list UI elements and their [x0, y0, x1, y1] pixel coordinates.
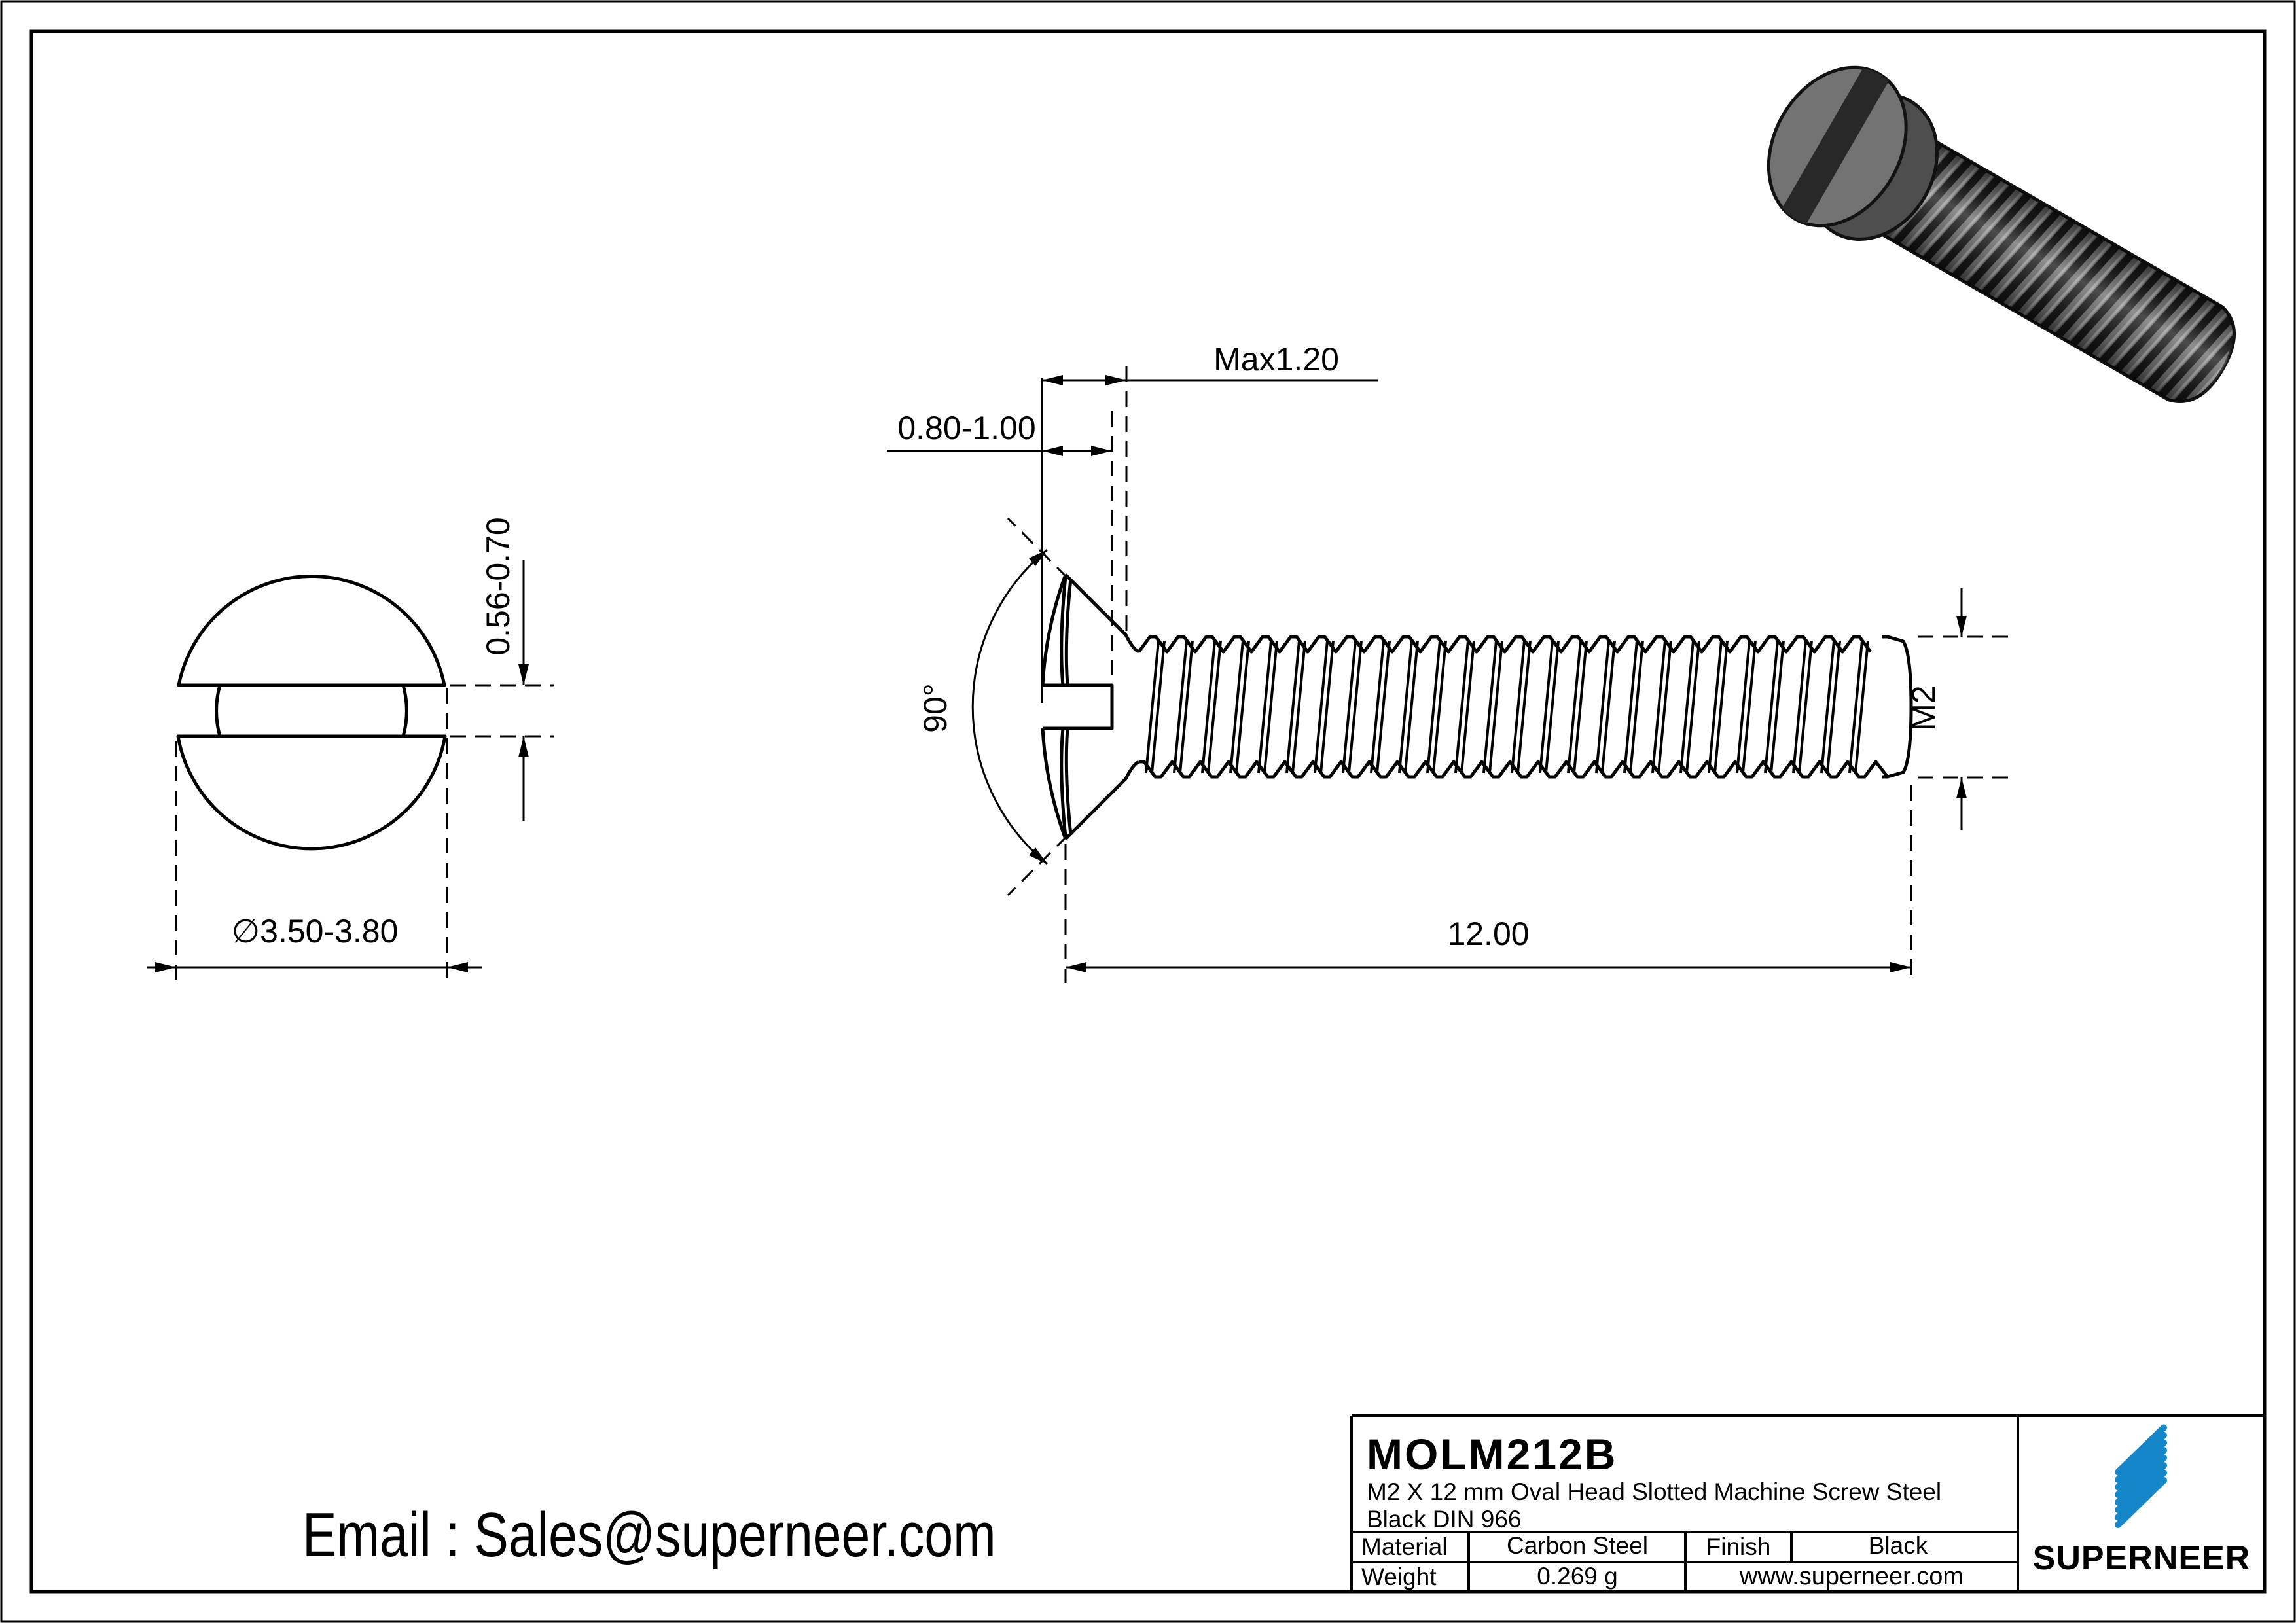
thread-flank-line: [1764, 640, 1785, 774]
arrowhead-icon: [1029, 847, 1047, 864]
thread-flank-line: [1145, 640, 1166, 774]
slot-floor-left-arc: [215, 685, 222, 737]
description-line2: Black DIN 966: [1367, 1506, 1522, 1533]
arrowhead-icon: [518, 736, 529, 757]
part-number: MOLM212B: [1367, 1430, 1617, 1478]
render-slot: [1779, 63, 1891, 228]
thread-flank-line: [1511, 640, 1532, 774]
render-shank-shading: [1859, 128, 2234, 402]
head-top-cap: [177, 574, 446, 687]
thread-flank-line: [1820, 640, 1841, 774]
thread-size-dimension: M2: [1905, 685, 1942, 730]
thread-flank-line: [1285, 640, 1306, 774]
finish-value: Black: [1869, 1532, 1928, 1559]
logo-stripe: [2115, 1462, 2167, 1513]
thread-flank-line: [1398, 640, 1419, 774]
logo-stripe: [2115, 1469, 2167, 1521]
logo-stripe: [2115, 1454, 2167, 1506]
thread-flank-line: [1708, 640, 1729, 774]
head-bottom-cap: [176, 734, 447, 851]
cone-upper-line: [1064, 573, 1140, 654]
screw-3d-render: [1767, 63, 2236, 404]
thread-flank-line: [1792, 640, 1813, 774]
arrowhead-icon: [1105, 375, 1126, 385]
thread-flank-line: [1848, 640, 1869, 774]
thread-top-outline: [1137, 635, 1873, 654]
thread-flank-line: [1651, 640, 1672, 774]
thread-profile: [1137, 635, 1889, 779]
thread-flank-line: [1257, 640, 1278, 774]
arrowhead-icon: [1091, 446, 1112, 456]
thread-flank-line: [1426, 640, 1447, 774]
material-value: Carbon Steel: [1507, 1532, 1648, 1559]
arrowhead-icon: [1956, 777, 1967, 798]
logo-stripe: [2115, 1424, 2167, 1476]
side-view: Max1.20 0.80-1.00 90° 12.00 M2: [887, 341, 2011, 983]
head-height-dimension: Max1.20: [1213, 341, 1339, 378]
arrowhead-icon: [1890, 962, 1911, 972]
brand-logo: [2115, 1424, 2167, 1528]
thread-flank-line: [1229, 640, 1250, 774]
title-block-column-lines: [1467, 1416, 2019, 1592]
head-diameter-dimension: ∅3.50-3.80: [232, 913, 399, 950]
drawing-frame-border: [29, 29, 2267, 1594]
thread-flank-line: [1454, 640, 1475, 774]
thread-flank-line: [1370, 640, 1391, 774]
angle-extension-upper: [1007, 517, 1069, 580]
angle-extension-lower: [1007, 834, 1069, 897]
email-text: Email : Sales@superneer.com: [302, 1500, 996, 1570]
slot-width-dimension: 0.56-0.70: [480, 517, 516, 655]
thread-flank-line: [1482, 640, 1503, 774]
thread-flank-line: [1342, 640, 1363, 774]
angle-arc: [971, 548, 1048, 865]
slot-edge-upper: [1060, 576, 1073, 686]
weight-value: 0.269 g: [1537, 1563, 1617, 1590]
material-label: Material: [1361, 1533, 1448, 1560]
thread-flank-line: [1595, 640, 1616, 774]
thread-flank-line: [1314, 640, 1335, 774]
logo-stripe: [2115, 1439, 2167, 1491]
slot-notch: [1043, 683, 1114, 730]
weight-label: Weight: [1361, 1563, 1437, 1590]
thread-flank-line: [1567, 640, 1588, 774]
slot-depth-dimension: 0.80-1.00: [897, 410, 1035, 446]
cone-angle-dimension: 90°: [917, 683, 954, 733]
thread-flank-line: [1173, 640, 1194, 774]
title-block: MOLM212B M2 X 12 mm Oval Head Slotted Ma…: [1350, 1414, 2265, 1592]
arrowhead-icon: [1066, 962, 1086, 972]
logo-stripe: [2115, 1477, 2167, 1528]
arrowhead-icon: [1956, 616, 1967, 637]
slot-floor-right-arc: [401, 685, 408, 737]
arrowhead-icon: [447, 962, 468, 972]
arrowhead-icon: [1042, 375, 1063, 385]
logo-stripe: [2115, 1432, 2167, 1483]
cone-lower-line: [1064, 760, 1140, 840]
thread-flank-line: [1623, 640, 1644, 774]
thread-flank-line: [1539, 640, 1560, 774]
arrowhead-icon: [1029, 550, 1047, 566]
arrowhead-icon: [518, 664, 529, 685]
dome-upper-arc: [1041, 574, 1067, 686]
arrowhead-icon: [1042, 446, 1063, 456]
logo-stripe: [2115, 1447, 2167, 1498]
arrowhead-icon: [155, 962, 176, 972]
thread-flank-line: [1679, 640, 1700, 774]
dome-lower-arc: [1041, 728, 1067, 840]
website-link[interactable]: www.superneer.com: [1739, 1563, 1964, 1590]
description-line1: M2 X 12 mm Oval Head Slotted Machine Scr…: [1367, 1478, 1941, 1505]
thread-flank-line: [1736, 640, 1757, 774]
slot-edge-lower: [1060, 728, 1073, 838]
brand-name: SUPERNEER: [2033, 1539, 2251, 1577]
finish-label: Finish: [1706, 1533, 1771, 1560]
front-view: 0.56-0.70 ∅3.50-3.80: [147, 517, 554, 984]
screw-tip: [1882, 635, 1913, 779]
length-dimension: 12.00: [1447, 916, 1529, 952]
thread-flank-line: [1201, 640, 1222, 774]
